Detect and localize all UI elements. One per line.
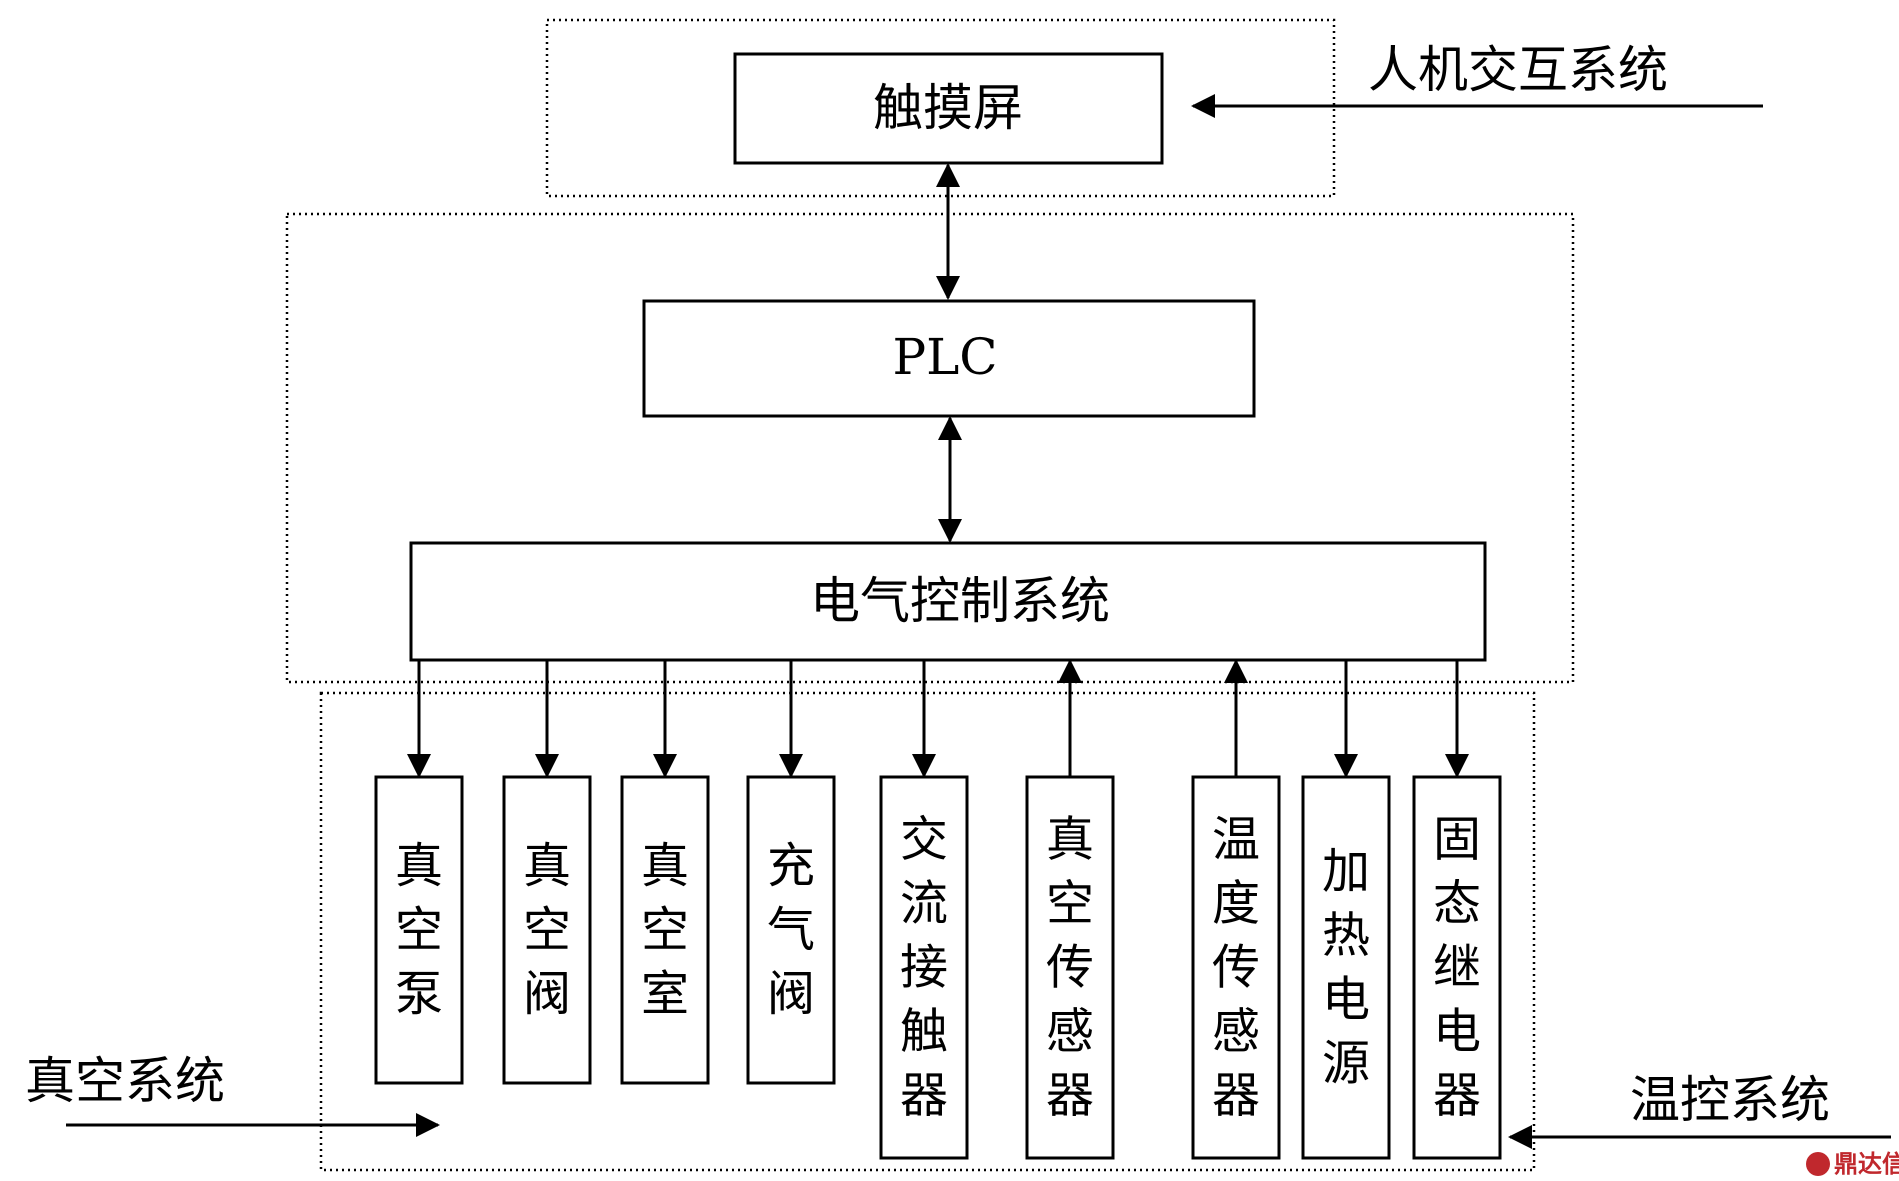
plc-label: PLC (892, 328, 997, 386)
device-box-3 (746, 775, 836, 1085)
device-box-2 (620, 775, 710, 1085)
device-box-7 (1301, 775, 1391, 1160)
temp-system-label: 温控系统 (1630, 1071, 1830, 1129)
watermark-text: 鼎达信 (1834, 1150, 1899, 1178)
touchscreen-box (733, 52, 1164, 165)
device-label-0: 真空泵 (395, 838, 443, 1022)
device-box-5 (1025, 775, 1115, 1160)
field-group-boundary (319, 691, 1536, 1172)
device-label-6: 温度传感器 (1212, 812, 1260, 1124)
device-label-5: 真空传感器 (1046, 812, 1094, 1124)
electrical-control-box (409, 541, 1487, 662)
watermark-logo-icon (1806, 1152, 1830, 1176)
device-box-0 (374, 775, 464, 1085)
electrical-control-label: 电气控制系统 (810, 572, 1110, 630)
device-box-8 (1412, 775, 1502, 1160)
device-label-8: 固态继电器 (1433, 812, 1481, 1124)
touchscreen-label: 触摸屏 (873, 79, 1023, 137)
hmi-system-label: 人机交互系统 (1368, 41, 1668, 99)
control-group-boundary (285, 212, 1575, 684)
device-label-1: 真空阀 (523, 838, 571, 1022)
device-label-3: 充气阀 (767, 838, 815, 1022)
device-box-6 (1191, 775, 1281, 1160)
device-label-4: 交流接触器 (900, 812, 948, 1124)
device-label-2: 真空室 (641, 838, 689, 1022)
device-label-7: 加热电源 (1322, 844, 1370, 1092)
vacuum-system-label: 真空系统 (25, 1052, 225, 1110)
device-group: 真空泵 真空阀 真空室 充气阀 交流接触器 真空传感器 温度传感器 加热电源 固态继电器 (374, 659, 1502, 1160)
